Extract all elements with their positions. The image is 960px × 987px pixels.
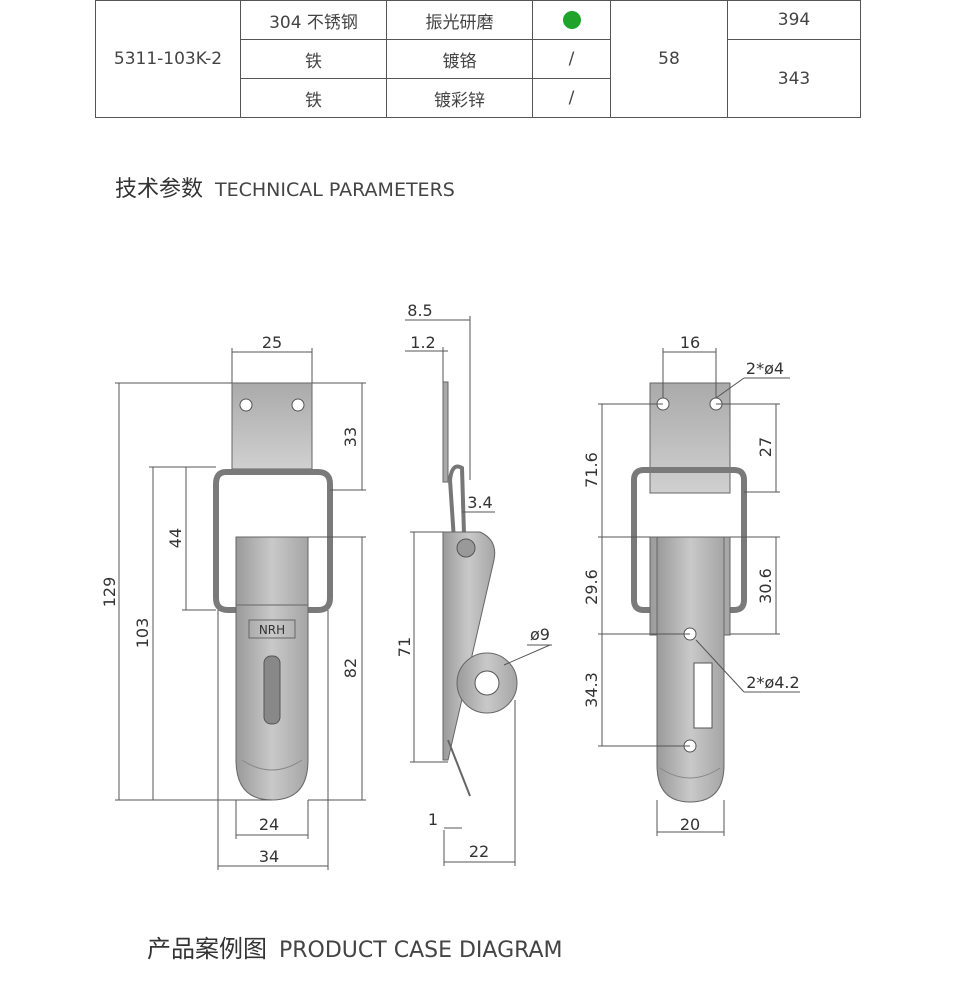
dim-label: ø9 [530,625,550,644]
tip-fold [241,759,303,771]
status-cell [532,0,611,40]
heading-en: PRODUCT CASE DIAGRAM [279,938,563,963]
dim-label: 24 [259,815,279,834]
mounting-plate [231,382,313,470]
hasp-side [442,531,496,761]
slot [263,655,281,725]
dim-label: 34.3 [582,672,601,708]
dim-label: 44 [166,528,185,548]
material-cell: 铁 [240,78,387,118]
hinge-barrel [235,536,309,606]
plate-edge [442,381,449,483]
brand-plate [248,619,296,639]
dim-label: 1 [428,810,438,829]
back-view: 16 2*ø4 71.6 27 29.6 30.6 2*ø4.2 34.3 20 [582,333,800,836]
dim-label: 1.2 [410,333,435,352]
dim-label: 27 [756,437,775,457]
dim-label: 22 [469,842,489,861]
material-cell: 304 不锈钢 [240,0,387,40]
dim-label: 2*ø4.2 [746,673,799,692]
dim-label: 129 [100,577,119,608]
pivot [456,538,476,558]
mount-hole [239,398,253,412]
status-cell: / [532,78,611,118]
tip-side [447,739,471,797]
tech-params-heading: 技术参数 TECHNICAL PARAMETERS [115,171,455,203]
model-cell: 5311-103K-2 [95,0,241,118]
weight-cell: 394 [727,0,861,40]
dim-label: 16 [680,333,700,352]
tip-fold-back [659,767,721,779]
heading-cn: 技术参数 [115,177,204,202]
weight-cell: 343 [727,39,861,118]
dim-label: 30.6 [756,568,775,604]
product-case-heading: 产品案例图 PRODUCT CASE DIAGRAM [147,929,563,964]
table-row: 铁 镀彩锌 / [96,78,861,118]
table-row: 5311-103K-2 304 不锈钢 振光研磨 58 394 [95,0,861,118]
finish-cell: 镀彩锌 [386,78,533,118]
material-cell: 铁 [240,39,387,79]
heading-en: TECHNICAL PARAMETERS [215,179,455,201]
dim-label: 2*ø4 [746,359,784,378]
finish-cell: 镀铬 [386,39,533,79]
dim-label: 82 [341,658,360,678]
heading-cn: 产品案例图 [147,935,267,963]
spec-table: 5311-103K-2 304 不锈钢 振光研磨 58 394 铁 镀铬 / 3… [95,0,861,118]
wire-loop [213,469,333,613]
dim-label: 8.5 [407,301,432,320]
dim-label: 25 [262,333,282,352]
dim-label: 3.4 [467,493,492,512]
dim-label: 34 [259,847,279,866]
hasp-slot [693,662,713,729]
front-dimension-lines [115,348,366,870]
wire-loop-back [631,467,747,613]
dim-label: 33 [341,427,360,447]
front-view: NRH 25 33 129 103 44 82 24 34 [100,333,366,870]
mount-hole [291,398,305,412]
status-cell: / [532,39,611,79]
dim-label: 29.6 [582,569,601,605]
side-view: 8.5 1.2 3.4 71 ø9 1 22 [395,301,552,866]
dim-label: 103 [133,618,152,649]
dim-label: 20 [680,815,700,834]
brand-text: NRH [259,623,285,637]
status-dot-icon [562,11,581,29]
table-row: 铁 镀铬 / 343 [96,39,861,118]
dim-label: 71 [395,637,414,657]
back-dimension-lines [598,348,800,836]
side-dimension-lines [405,316,552,866]
hasp-back [656,536,725,803]
dim-label: 71.6 [582,452,601,488]
eye-hole [474,670,500,696]
